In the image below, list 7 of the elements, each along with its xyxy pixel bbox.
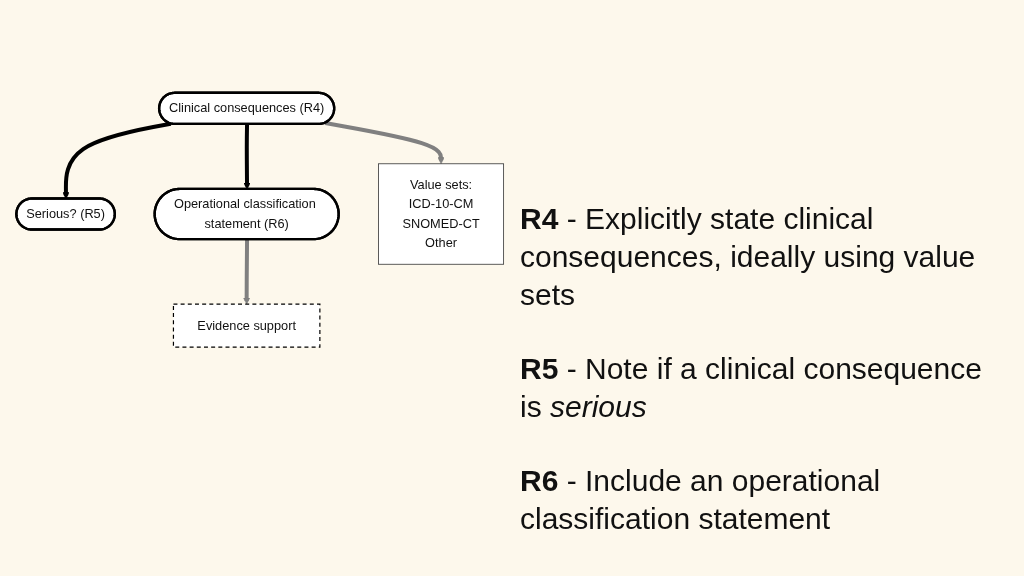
note-text: R6 - Include an operational classification statement — [520, 463, 882, 537]
arrow — [243, 239, 251, 305]
node-box: Evidence support — [172, 303, 321, 348]
note-text: R5 - Note if a clinical consequence is serious — [520, 351, 983, 425]
arrow — [324, 121, 445, 165]
node-box: Value sets: ICD-10-CM SNOMED-CT Other — [378, 163, 504, 265]
note-text: R4 - Explicitly state clinical consequences, ideally using value sets — [520, 201, 977, 313]
